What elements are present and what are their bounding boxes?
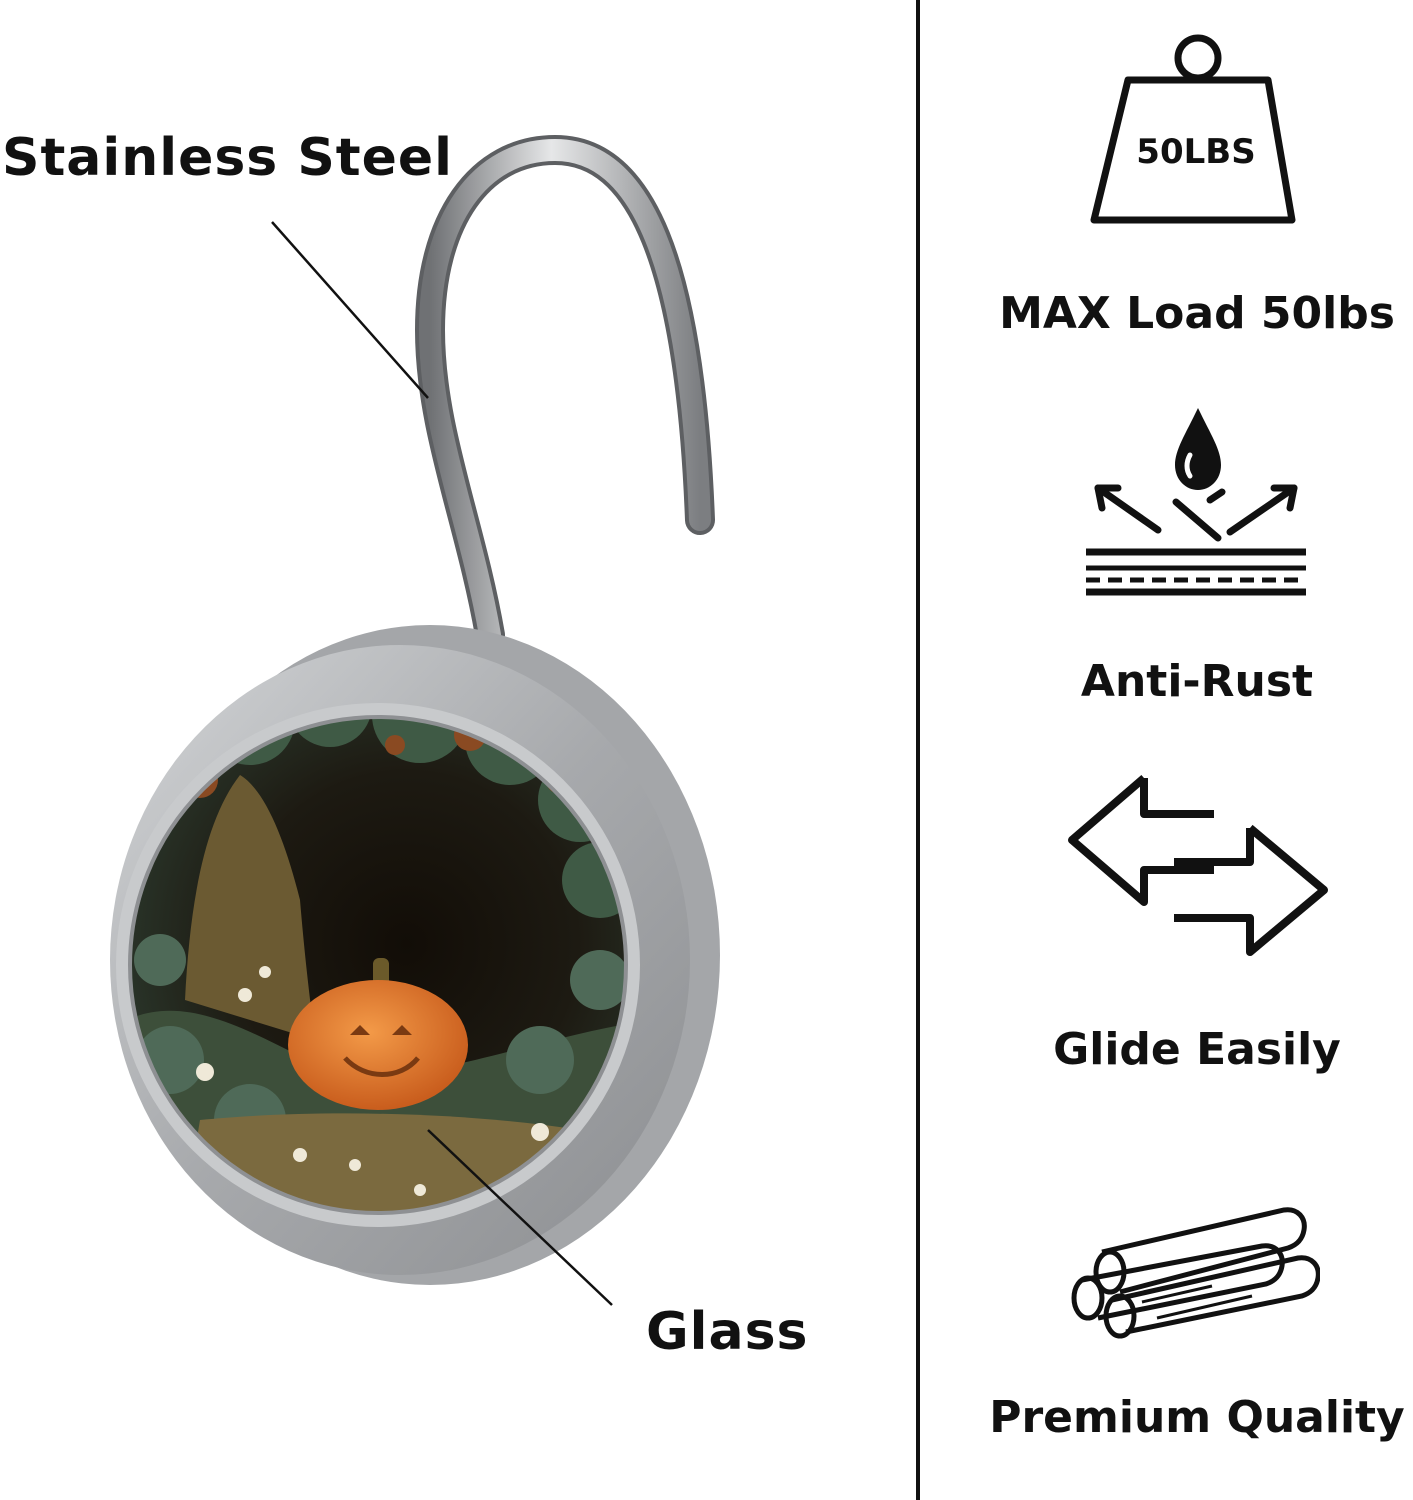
pipes-bundle-icon [1071,1207,1320,1339]
column-divider [916,0,920,1500]
glass-callout: Glass [646,1302,809,1362]
feature-label-premium-quality: Premium Quality [989,1392,1405,1443]
feature-label-glide-easily: Glide Easily [1053,1024,1341,1075]
weight-icon: 50LBS [1090,34,1296,224]
weight-icon-text: 50LBS [1136,132,1255,172]
feature-label-max-load: MAX Load 50lbs [999,288,1395,339]
feature-label-anti-rust: Anti-Rust [1080,656,1314,707]
stainless-steel-callout: Stainless Steel [2,128,454,188]
water-drop-repel-icon [1086,408,1306,596]
double-arrow-icon [1068,774,1328,956]
shower-hook-illustration [110,134,720,1306]
